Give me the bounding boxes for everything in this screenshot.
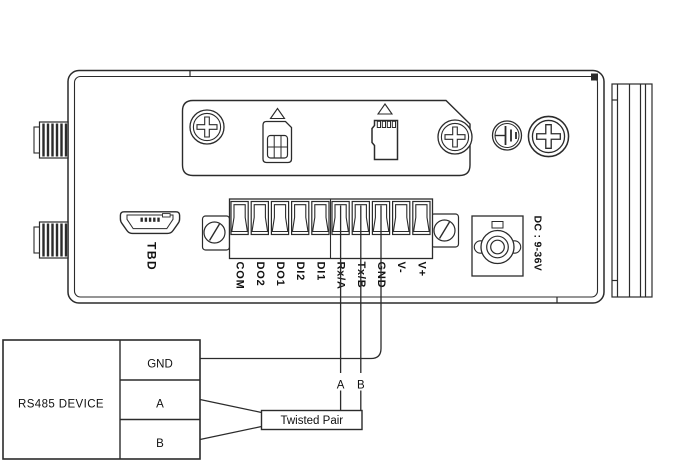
twisted-pair-connections [199, 398, 262, 441]
mounting-ear-right [430, 213, 460, 248]
wires [200, 205, 382, 411]
antenna-connector-bottom [32, 220, 70, 260]
terminal-label: DI1 [314, 262, 326, 282]
din-rail-bracket [611, 83, 653, 298]
terminal-di1 [311, 200, 330, 236]
screw-icon [189, 109, 225, 145]
usb-port [119, 211, 181, 235]
reset-button [491, 120, 523, 151]
screw-icon [527, 115, 570, 158]
terminal-block: COM DO2 DO1 DI2 DI1 Rx/A Tx/B GND V- V+ [201, 198, 460, 290]
terminal-vminus [392, 200, 411, 236]
antenna-connector-top [32, 120, 70, 160]
terminal-label: DO2 [254, 262, 266, 287]
sd-insert-arrow-icon [376, 103, 394, 115]
terminal-label: DO1 [274, 262, 286, 287]
sim-sd-panel [181, 99, 473, 177]
wire-gnd [200, 205, 382, 360]
terminal-do2 [250, 200, 269, 236]
terminal-label: V- [395, 262, 407, 274]
twisted-pair-label: Twisted Pair [280, 415, 343, 427]
mounting-ear-left [201, 215, 231, 251]
wire-a-label: A [337, 380, 345, 392]
power-label: DC : 9-36V [532, 216, 544, 272]
wire-a-diagonal [199, 398, 262, 414]
usb-pins [140, 217, 160, 222]
terminal-label: COM [234, 262, 246, 290]
wire-b-label: B [357, 380, 365, 392]
terminal-vplus [412, 200, 431, 236]
sim-slot-icon [262, 107, 293, 164]
corner-notch [591, 73, 598, 81]
twisted-pair-box [260, 409, 363, 431]
wire-b-diagonal [199, 425, 262, 441]
sim-insert-arrow-icon [269, 107, 286, 120]
terminal-di2 [291, 200, 310, 236]
rs485-terminal-gnd: GND [147, 359, 173, 371]
terminal-do1 [270, 200, 290, 236]
terminal-label: V+ [415, 262, 427, 277]
screw-icon [437, 119, 473, 155]
rs485-terminal-b: B [156, 438, 164, 450]
rs485-device-title: RS485 DEVICE [18, 399, 104, 411]
terminal-label: DI2 [294, 262, 306, 282]
rs485-terminal-a: A [156, 399, 164, 411]
sd-card-slot-icon [371, 103, 399, 161]
power-jack [471, 215, 524, 277]
terminal-com [230, 200, 249, 236]
usb-port-label: TBD [145, 242, 159, 271]
